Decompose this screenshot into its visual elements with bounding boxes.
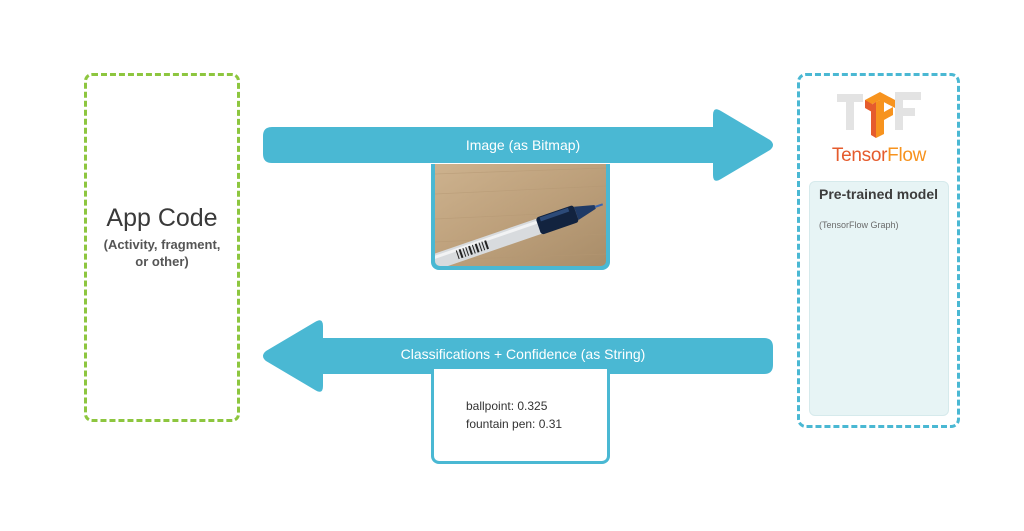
result-line-fountain-pen: fountain pen: 0.31 [466, 417, 563, 431]
app-code-title: App Code [106, 204, 218, 232]
model-panel [809, 181, 949, 416]
app-code-box [84, 73, 240, 422]
model-title: Pre-trained model [819, 186, 939, 202]
output-results-box [431, 369, 610, 464]
tensorflow-logo-icon [837, 92, 921, 138]
input-arrow-label: Image (as Bitmap) [465, 137, 581, 153]
model-subtitle: (TensorFlow Graph) [819, 220, 899, 230]
pen-photo [435, 164, 606, 266]
wordmark-flow: Flow [887, 145, 927, 166]
output-arrow [263, 320, 773, 392]
wordmark-tensor: Tensor [831, 145, 888, 166]
output-arrow-label: Classifications + Confidence (as String) [400, 346, 646, 362]
app-code-subtitle: (Activity, fragment, or other) [103, 237, 221, 269]
tensorflow-box [797, 73, 960, 428]
result-line-ballpoint: ballpoint: 0.325 [466, 399, 548, 413]
input-image-frame [431, 164, 610, 270]
tensorflow-wordmark: TensorFlow [810, 145, 948, 167]
input-arrow [263, 109, 773, 181]
